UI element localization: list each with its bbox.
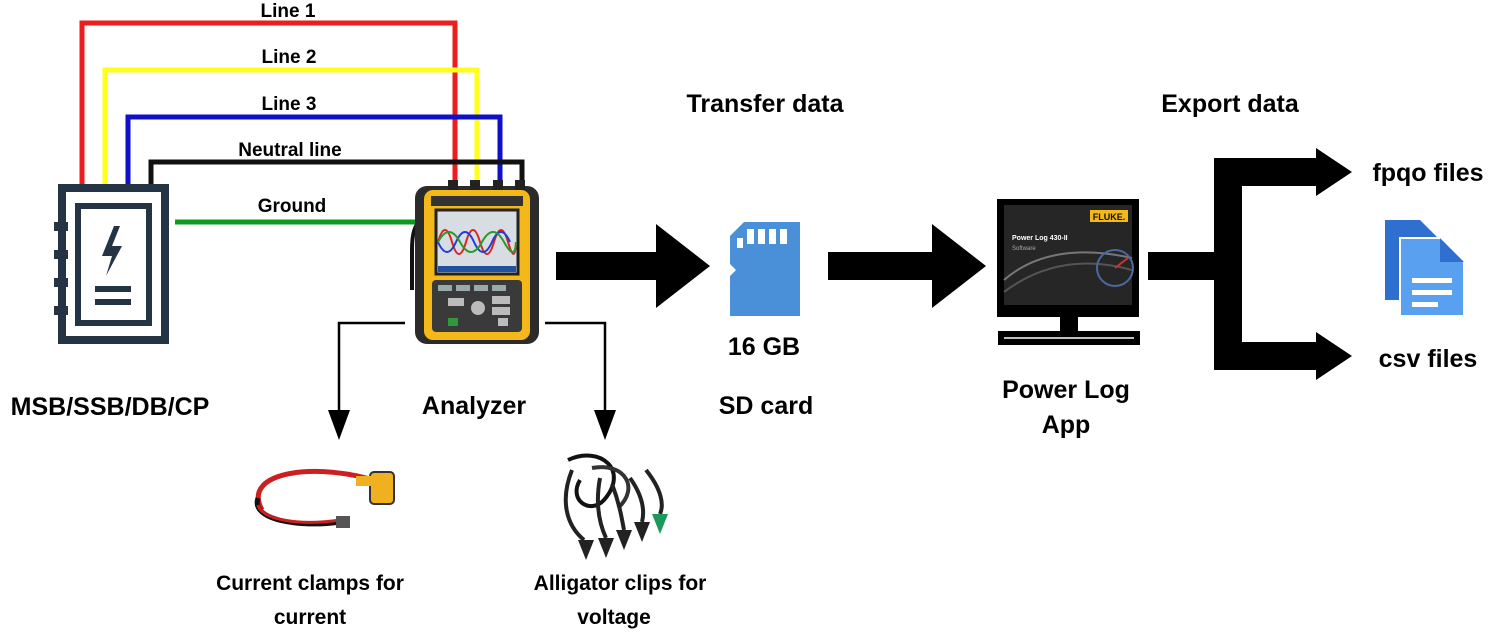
label-line-1: Line 1: [261, 1, 316, 22]
lightning-bolt-icon: [102, 226, 122, 276]
label-clamps-line-2: current: [274, 606, 346, 629]
label-sd-card: SD card: [719, 392, 813, 420]
analyzer-branch-arrows: [328, 321, 616, 440]
arrow-to-computer: [828, 224, 986, 308]
document-files-icon: [1385, 220, 1465, 317]
arrow-to-clamps: [337, 321, 405, 412]
current-clamps-icon: [254, 468, 395, 528]
alligator-clips-icon: [563, 453, 668, 560]
label-app-line-1: Power Log: [1002, 376, 1130, 404]
label-clips-line-1: Alligator clips for: [534, 572, 707, 595]
label-sd-size: 16 GB: [728, 333, 800, 361]
wire-neutral: [148, 159, 525, 187]
arrow-to-clips: [545, 321, 607, 412]
screen-subtitle: Software: [1012, 246, 1036, 252]
screen-product: Power Log 430-II: [1012, 235, 1068, 242]
label-line-2: Line 2: [262, 47, 317, 68]
export-fork-arrow: [1148, 148, 1352, 380]
wire-line-3: [125, 114, 503, 187]
label-panel: MSB/SSB/DB/CP: [11, 393, 210, 421]
label-export-data: Export data: [1161, 90, 1300, 118]
screen-brand: FLUKE.: [1093, 212, 1126, 222]
wire-line-2: [102, 67, 480, 187]
label-analyzer: Analyzer: [422, 392, 526, 420]
label-fpqo-files: fpqo files: [1372, 159, 1483, 187]
sd-card-icon: [730, 222, 800, 316]
label-line-3: Line 3: [262, 94, 317, 115]
electrical-panel-icon: [54, 184, 169, 344]
label-clips-line-2: voltage: [577, 606, 651, 629]
label-neutral-line: Neutral line: [238, 140, 341, 161]
label-clamps-line-1: Current clamps for: [216, 572, 404, 595]
wire-line-1: [79, 20, 458, 187]
label-ground: Ground: [258, 196, 327, 217]
transfer-arrow: [556, 224, 710, 308]
label-transfer-data: Transfer data: [686, 90, 844, 118]
analyzer-device-icon: [415, 180, 539, 344]
label-csv-files: csv files: [1379, 345, 1478, 373]
label-app-line-2: App: [1042, 411, 1091, 439]
computer-icon: FLUKE. Power Log 430-II Software: [997, 199, 1140, 345]
